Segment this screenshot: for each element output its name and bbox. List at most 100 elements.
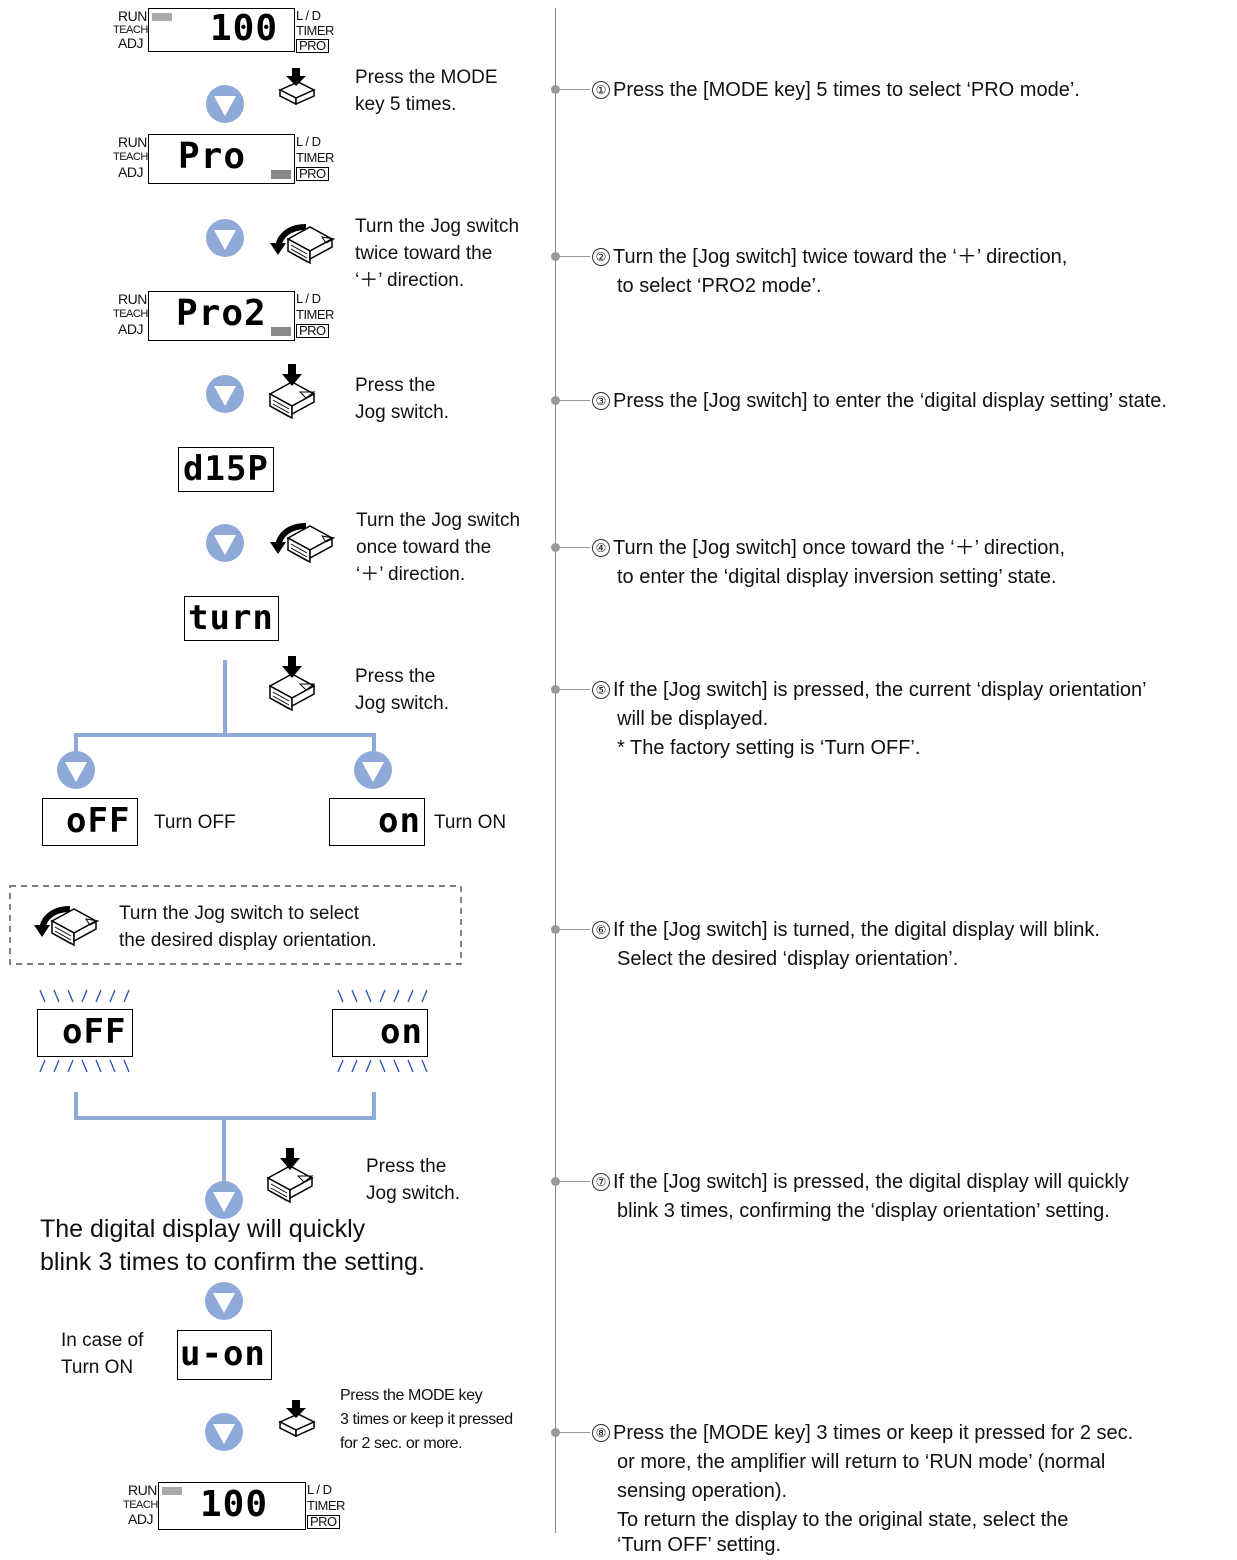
pro-label: PRO (296, 324, 329, 338)
turn-on-label: Turn ON (434, 812, 507, 833)
display-frame (158, 1482, 306, 1530)
down-arrow-icon (206, 85, 244, 123)
turn-jog-twice-text: Turn the Jog switch twice toward the ‘＋’… (355, 216, 520, 291)
step-connector (551, 925, 560, 934)
step-number: ⑤ (592, 681, 610, 699)
step-connector-line (560, 400, 590, 401)
turn-jog-once-text: Turn the Jog switch once toward the ‘＋’ … (356, 510, 521, 585)
display-frame (148, 8, 295, 52)
segment-display: Pro (178, 136, 247, 177)
step-6-line-2: Select the desired ‘display orientation’… (617, 948, 959, 970)
display-frame (148, 291, 295, 341)
mode-key-icon (279, 1399, 315, 1437)
indicator-bar (162, 1487, 182, 1495)
display-frame (37, 1009, 133, 1057)
adj-label: ADJ (118, 321, 143, 337)
jog-press-icon (269, 655, 315, 711)
ld-label: L / D (296, 291, 321, 306)
step-connector (551, 1177, 560, 1186)
display-frame (332, 1009, 428, 1057)
jog-turn-icon (34, 909, 98, 945)
pro-label: PRO (296, 167, 329, 181)
turn-jog-select-text: Turn the Jog switch to select the desire… (119, 903, 377, 951)
center-divider (555, 8, 556, 1533)
segment-display: 100 (210, 8, 279, 49)
segment-display: Pro2 (176, 293, 267, 334)
segment-display: d15P (183, 449, 269, 489)
down-arrow-icon (206, 219, 244, 257)
step-connector-line (560, 89, 590, 90)
run-label: RUN (118, 291, 147, 307)
ld-label: L / D (296, 134, 321, 149)
step-connector (551, 543, 560, 552)
step-8-line-3: sensing operation). (617, 1480, 788, 1502)
press-mode-5-text: Press the MODE key 5 times. (355, 67, 498, 115)
step-number: ③ (592, 392, 610, 410)
step-connector-line (560, 929, 590, 930)
step-5-line-2: will be displayed. (617, 708, 769, 730)
teach-label: TEACH (113, 151, 148, 163)
display-frame (177, 1330, 272, 1380)
jog-turn-icon (270, 526, 334, 562)
teach-label: TEACH (113, 24, 148, 36)
step-8-line-4: To return the display to the original st… (617, 1509, 1069, 1531)
step-4-line-2: to enter the ‘digital display inversion … (617, 566, 1057, 588)
display-frame (42, 798, 138, 846)
indicator-bar (271, 327, 291, 336)
timer-label: TIMER (307, 1498, 345, 1513)
step-line: If the [Jog switch] is turned, the digit… (613, 919, 1100, 941)
step-line: Press the [MODE key] 5 times to select ‘… (613, 79, 1080, 101)
step-connector (551, 396, 560, 405)
press-jog-1-text: Press the Jog switch. (355, 375, 449, 423)
adj-label: ADJ (128, 1511, 153, 1527)
step-2-line-2: to select ‘PRO2 mode’. (617, 275, 822, 297)
down-arrow-icon (205, 1413, 243, 1451)
segment-display: on (380, 1012, 423, 1052)
ld-label: L / D (307, 1482, 332, 1497)
step-number: ④ (592, 539, 610, 557)
jog-press-icon (269, 363, 315, 419)
segment-display: oFF (66, 801, 131, 841)
ld-label: L / D (296, 8, 321, 23)
segment-display: on (378, 801, 421, 841)
down-arrow-icon (206, 524, 244, 562)
adj-label: ADJ (118, 35, 143, 51)
mode-key-icon (279, 67, 315, 105)
press-jog-2-text: Press the Jog switch. (355, 666, 449, 714)
flow-diagram (9, 67, 462, 1451)
step-number: ⑧ (592, 1424, 610, 1442)
confirm-text: The digital display will quickly blink 3… (40, 1215, 425, 1276)
step-connector-line (560, 547, 590, 548)
pro-label: PRO (296, 39, 329, 53)
run-label: RUN (128, 1482, 157, 1498)
display-frame (148, 134, 295, 184)
step-line: Turn the [Jog switch] once toward the ‘＋… (613, 537, 1066, 559)
down-arrow-icon (206, 375, 244, 413)
step-7-line-2: blink 3 times, confirming the ‘display o… (617, 1200, 1110, 1222)
step-line: Press the [MODE key] 3 times or keep it … (613, 1422, 1134, 1444)
indicator-bar (152, 13, 172, 21)
adj-label: ADJ (118, 164, 143, 180)
step-number: ⑥ (592, 921, 610, 939)
step-line: Turn the [Jog switch] twice toward the ‘… (613, 246, 1068, 268)
step-8-line-2: or more, the amplifier will return to ‘R… (617, 1451, 1106, 1473)
segment-display: 100 (200, 1484, 269, 1525)
run-label: RUN (118, 134, 147, 150)
segment-display: turn (188, 598, 274, 638)
step-line: Press the [Jog switch] to enter the ‘dig… (613, 390, 1167, 412)
in-case-on-text: In case of Turn ON (61, 1330, 144, 1378)
segment-display: oFF (62, 1012, 127, 1052)
display-frame (184, 596, 279, 641)
teach-label: TEACH (123, 1499, 158, 1511)
down-arrow-icon (205, 1282, 243, 1320)
jog-turn-icon (270, 227, 334, 263)
segment-display: u-on (180, 1334, 266, 1374)
